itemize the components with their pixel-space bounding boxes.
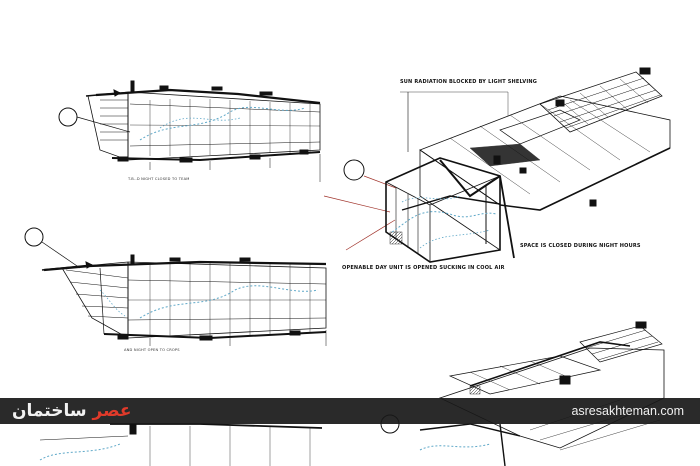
watermark-url: asresakhteman.com [571, 404, 684, 418]
label-sun-radiation: SUN RADIATION BLOCKED BY LIGHT SHELVING [400, 79, 538, 85]
label-openable-day-unit: OPENABLE DAY UNIT IS OPENED SUCKING IN C… [342, 265, 505, 271]
airflow-path-1 [139, 106, 306, 141]
section-plan-3 [39, 423, 323, 466]
caption-plan-2: AND NIGHT OPEN TO CROPS [124, 348, 180, 352]
isometric-view-1 [323, 67, 671, 263]
watermark-logo: عصر ساختمان [12, 399, 131, 423]
watermark-band [0, 398, 700, 424]
callout-circle-3 [343, 159, 365, 181]
section-plan-2 [24, 227, 327, 346]
airflow-path-2 [139, 285, 319, 319]
caption-plan-1: T.B.-D NIGHT CLOSED TO TEAM [128, 177, 190, 181]
callout-leader-1 [76, 116, 131, 133]
watermark-logo-accent: عصر [92, 401, 132, 421]
watermark-logo-text: ساختمان [12, 401, 87, 421]
callout-leader-3 [363, 175, 397, 189]
callout-circle-1 [58, 107, 78, 127]
callout-circle-2 [24, 227, 44, 247]
section-plan-1 [58, 80, 321, 182]
callout-leader-2 [41, 241, 81, 269]
isometric-view-2 [380, 321, 665, 466]
label-space-closed: SPACE IS CLOSED DURING NIGHT HOURS [520, 243, 641, 249]
airflow-path-3 [391, 211, 497, 233]
